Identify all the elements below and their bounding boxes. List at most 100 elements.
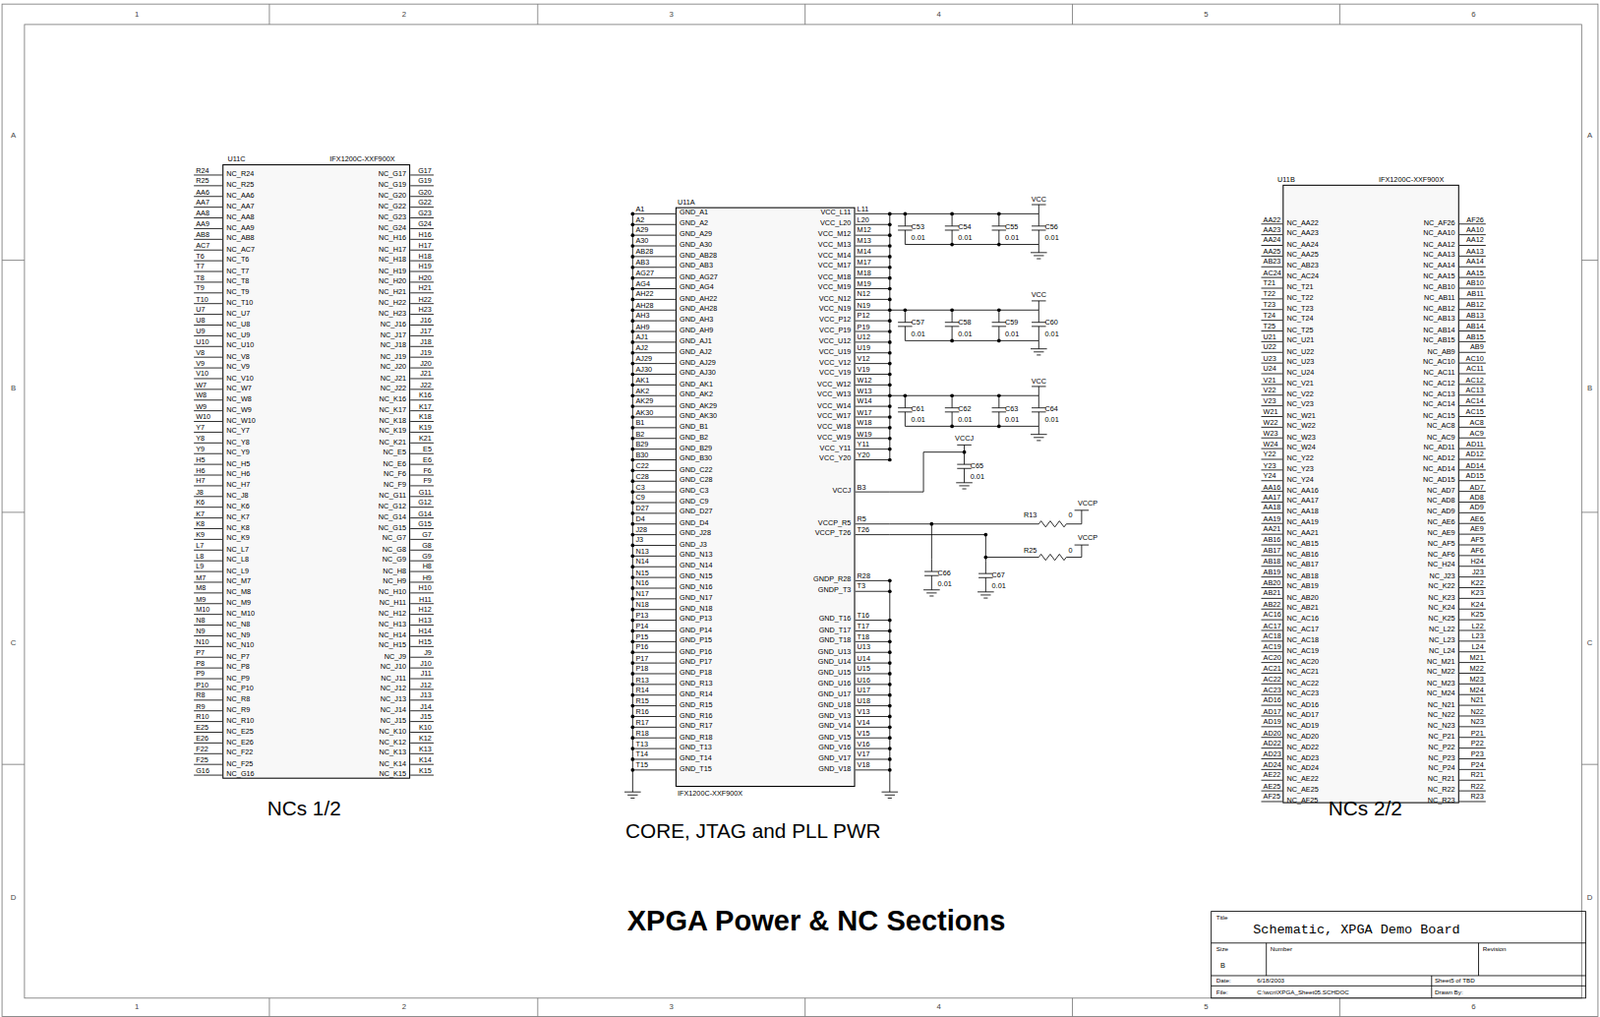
ground-symbol [1030, 433, 1048, 435]
pin-stub [1459, 543, 1486, 545]
pin-stub [410, 346, 434, 348]
capacitor-symbol [931, 559, 933, 572]
wire [1038, 300, 1040, 310]
pin-number: V19 [857, 365, 871, 373]
ic-symbol: U11AIFX1200C-XXF900X [675, 207, 856, 787]
wire [889, 523, 1039, 525]
pin-name: NC_AD22 [1286, 742, 1319, 750]
pin-stub [410, 292, 434, 294]
pin-number: H19 [418, 262, 432, 270]
junction-dot [997, 242, 1002, 247]
pin-stub [193, 453, 223, 455]
pin-name: NC_H11 [379, 598, 407, 606]
pin-number: L20 [857, 215, 870, 223]
pin-number: W8 [195, 391, 207, 399]
pin-name: NC_AD20 [1286, 732, 1319, 740]
pin-name: NC_AD11 [1422, 443, 1455, 451]
ground-symbol [983, 597, 988, 599]
pin-number: AJ29 [635, 355, 652, 362]
pin-number: AH3 [635, 311, 650, 319]
resistor-value: 0 [1067, 546, 1072, 554]
pin-number: U16 [857, 675, 871, 683]
zone-letter: D [1587, 893, 1594, 902]
pin-name: NC_J11 [380, 673, 407, 681]
ground-bus [632, 213, 634, 792]
pin-number: H5 [195, 455, 205, 463]
pin-name: NC_V10 [226, 373, 253, 381]
pin-stub [410, 495, 434, 497]
pin-name: NC_Y23 [1286, 465, 1313, 473]
pin-number: P24 [1471, 761, 1484, 769]
pin-name: GND_C3 [679, 486, 709, 494]
pin-stub [410, 302, 434, 304]
pin-number: J21 [419, 369, 432, 377]
pin-number: R13 [635, 675, 649, 683]
pin-number: G19 [417, 177, 432, 184]
pin-name: NC_U9 [226, 330, 250, 338]
pin-number: M10 [195, 605, 210, 613]
pin-name: NC_P24 [1427, 764, 1455, 771]
power-net-label: VCCP [1077, 499, 1098, 507]
wire [1038, 204, 1040, 214]
zone-divider [536, 3, 538, 25]
pin-name: NC_AB18 [1286, 571, 1318, 579]
ground-symbol [885, 794, 895, 796]
pin-number: H22 [418, 295, 432, 302]
ground-symbol [630, 797, 635, 799]
pin-number: T6 [195, 251, 204, 259]
pin-stub [410, 206, 434, 208]
pin-number: W12 [857, 376, 873, 384]
pin-stub [193, 538, 223, 540]
pin-stub [1459, 244, 1486, 246]
pin-number: J15 [419, 712, 432, 720]
pin-name: NC_G17 [378, 170, 407, 178]
pin-stub [1261, 458, 1284, 460]
capacitor-symbol [978, 573, 994, 575]
pin-stub [193, 635, 223, 637]
pin-name: NC_J22 [380, 384, 407, 392]
ground-symbol [1033, 351, 1044, 353]
wire [1066, 523, 1082, 525]
pin-stub [1459, 266, 1486, 268]
pin-name: NC_AB21 [1286, 603, 1318, 611]
pin-stub [1261, 512, 1284, 514]
pin-number: AK30 [635, 408, 653, 415]
pin-number: G15 [417, 520, 432, 528]
pin-stub [1261, 651, 1284, 652]
capacitor-symbol [998, 412, 1000, 427]
wire [1038, 425, 1040, 434]
pin-name: NC_J16 [380, 319, 407, 327]
pin-stub [410, 764, 434, 766]
pin-number: AK2 [635, 386, 650, 394]
pin-number: K12 [418, 734, 432, 742]
pin-number: R16 [635, 708, 649, 715]
pin-number: N17 [635, 590, 649, 597]
capacitor-symbol [951, 326, 953, 342]
pin-stub [410, 528, 434, 530]
capacitor-symbol [951, 230, 953, 245]
pin-name: NC_AB15 [1286, 539, 1318, 547]
capacitor-ref: C53 [911, 222, 925, 230]
pin-name: GND_N17 [679, 593, 713, 601]
capacitor-symbol [1031, 321, 1047, 323]
pin-number: AF5 [1470, 535, 1483, 543]
wire [904, 340, 1039, 342]
pin-name: VCC_W13 [817, 390, 851, 398]
pin-name: NC_AE25 [1286, 785, 1318, 793]
pin-stub [410, 549, 434, 551]
pin-stub [1459, 458, 1486, 460]
pin-name: NC_P7 [226, 651, 249, 659]
pin-name: NC_R23 [1427, 796, 1456, 804]
pin-number: U24 [1263, 364, 1277, 372]
pin-name: NC_P8 [226, 662, 249, 670]
pin-name: GND_C28 [679, 475, 713, 483]
pin-name: NC_J23 [1428, 571, 1455, 579]
pin-stub [1261, 747, 1284, 749]
capacitor-ref: C66 [938, 568, 951, 576]
wire [1038, 340, 1040, 349]
junction-dot [888, 351, 892, 356]
pin-name: NC_K17 [379, 405, 407, 413]
junction-dot [903, 307, 908, 312]
pin-number: Y20 [857, 451, 871, 459]
pin-number: AC22 [1263, 675, 1282, 683]
